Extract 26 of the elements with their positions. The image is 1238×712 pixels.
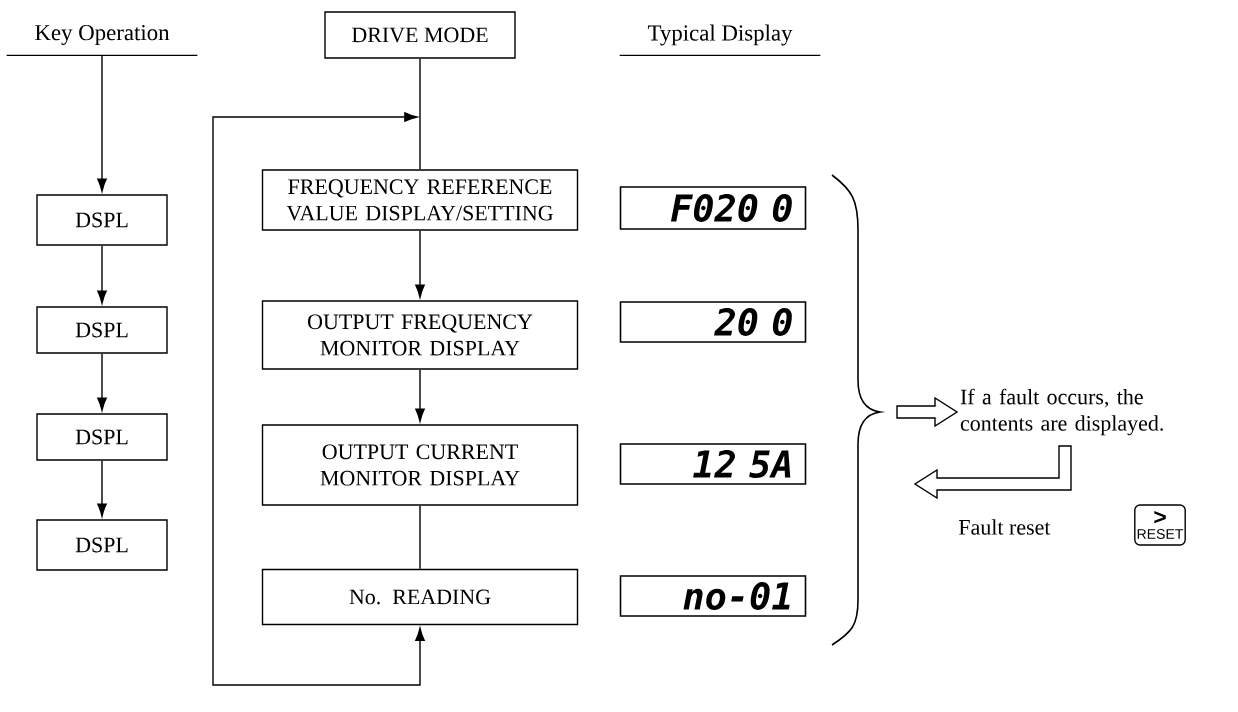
display-readout: 20 0 (619, 301, 807, 343)
arrow (415, 230, 425, 298)
process-box: OUTPUT CURRENT MONITOR DISPLAY (261, 424, 579, 506)
process-box: FREQUENCY REFERENCE VALUE DISPLAY/SETTING (261, 169, 579, 231)
mode-box: DRIVE MODE (324, 11, 516, 59)
key-box: DSPL (36, 194, 168, 246)
key-box: DSPL (36, 413, 168, 461)
arrow (97, 245, 107, 304)
caption-text: Fault reset (959, 519, 1051, 535)
arrow (415, 369, 425, 422)
display-readout: 12 5A (619, 443, 807, 485)
key-box: DSPL (36, 306, 168, 354)
process-box: OUTPUT FREQUENCY MONITOR DISPLAY (261, 300, 579, 370)
arrow (97, 54, 107, 192)
arrow (97, 460, 107, 517)
arrow (212, 112, 425, 686)
arrow (97, 353, 107, 411)
display-readout: no-01 (619, 575, 807, 617)
arrow (913, 445, 1072, 500)
column-heading: Key Operation (5, 24, 199, 57)
key-box: DSPL (36, 519, 168, 571)
display-readout: F020 0 (619, 186, 807, 230)
arrow (896, 396, 959, 428)
column-heading: Typical Display (618, 24, 822, 57)
note-text: If a fault occurs, the contents are displayed. (960, 388, 1163, 436)
process-box: No. READING (261, 568, 579, 626)
